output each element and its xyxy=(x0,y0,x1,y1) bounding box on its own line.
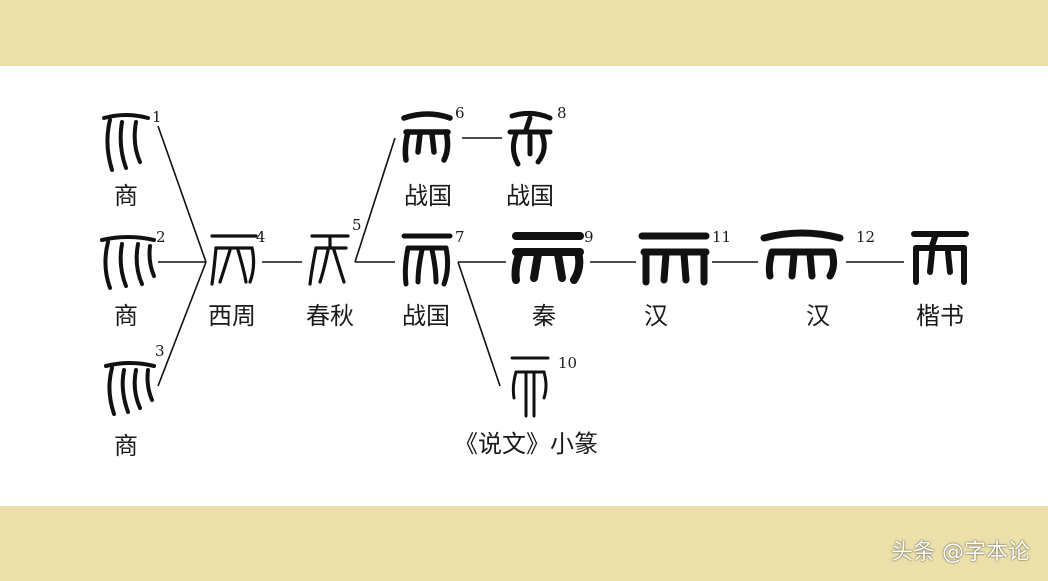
period-label: 战国 xyxy=(506,182,554,210)
node-number: 9 xyxy=(584,228,594,246)
period-label: 秦 xyxy=(532,302,556,330)
glyph-8 xyxy=(507,110,553,167)
period-label: 楷书 xyxy=(916,302,964,330)
glyph-9 xyxy=(511,232,584,284)
node-number: 12 xyxy=(856,228,876,246)
glyph-12 xyxy=(760,229,844,280)
node-number: 5 xyxy=(352,216,362,234)
period-label: 汉 xyxy=(806,302,830,330)
edge-1-4 xyxy=(157,125,207,263)
period-label: 汉 xyxy=(644,302,668,330)
node-number: 3 xyxy=(155,342,165,360)
edge-7-10 xyxy=(457,261,501,387)
glyph-4 xyxy=(210,234,258,286)
node-number: 2 xyxy=(156,228,166,246)
period-label: 战国 xyxy=(402,302,450,330)
period-label: 商 xyxy=(114,182,138,210)
period-label: 商 xyxy=(114,302,138,330)
edge-5-6 xyxy=(354,137,396,263)
node-number: 7 xyxy=(455,228,465,246)
glyph-7 xyxy=(401,233,453,287)
node-number: 4 xyxy=(256,228,266,246)
period-label: 战国 xyxy=(404,182,452,210)
period-label: 《说文》小篆 xyxy=(454,430,598,458)
glyph-13 xyxy=(911,231,969,285)
glyph-5 xyxy=(308,234,350,286)
glyph-11 xyxy=(638,232,710,286)
node-number: 8 xyxy=(557,104,567,122)
node-number: 6 xyxy=(455,104,465,122)
period-label: 西周 xyxy=(208,302,256,330)
top-band xyxy=(0,0,1048,66)
period-label: 商 xyxy=(114,432,138,460)
glyph-2 xyxy=(100,235,156,290)
glyph-6 xyxy=(401,111,453,163)
node-number: 1 xyxy=(152,108,162,126)
edge-3-4 xyxy=(157,261,207,387)
glyph-3 xyxy=(104,361,156,416)
glyph-1 xyxy=(102,113,150,172)
node-number: 10 xyxy=(558,354,578,372)
source-watermark: 头条 @字本论 xyxy=(891,540,1030,565)
diagram-panel xyxy=(0,66,1048,506)
period-label: 春秋 xyxy=(306,302,354,330)
node-number: 11 xyxy=(712,228,732,246)
glyph-10 xyxy=(510,356,550,418)
bottom-band xyxy=(0,506,1048,581)
